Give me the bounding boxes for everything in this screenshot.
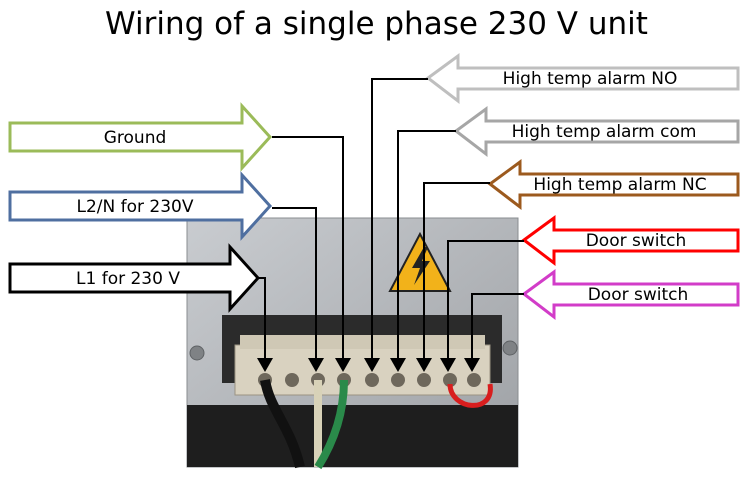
green-wire: [314, 379, 348, 470]
leader-arrowheads: [257, 358, 480, 372]
label-door-switch-2: Door switch: [588, 285, 689, 305]
right-arrow-alarm-com: High temp alarm com: [453, 106, 740, 158]
screw-icon: [502, 340, 518, 356]
right-arrow-alarm-no: High temp alarm NO: [425, 53, 740, 105]
left-arrow-ground: Ground: [8, 102, 273, 172]
label-l1: L1 for 230 V: [76, 269, 180, 289]
terminal-block: [234, 335, 491, 396]
left-arrow-l2n: L2/N for 230V: [8, 171, 273, 241]
label-l2n: L2/N for 230V: [77, 197, 194, 217]
right-arrow-door-switch-1: Door switch: [521, 215, 740, 267]
label-alarm-nc: High temp alarm NC: [533, 175, 706, 195]
red-jumper-wire: [447, 383, 493, 408]
leader-lines: [258, 78, 524, 358]
left-arrow-l1: L1 for 230 V: [8, 243, 261, 313]
label-alarm-com: High temp alarm com: [512, 122, 697, 142]
black-wire: [260, 378, 305, 469]
screw-icon: [189, 345, 205, 361]
label-ground: Ground: [104, 128, 167, 148]
label-door-switch-1: Door switch: [586, 231, 687, 251]
label-alarm-no: High temp alarm NO: [503, 69, 678, 89]
right-arrow-door-switch-2: Door switch: [521, 269, 740, 321]
diagram-title: Wiring of a single phase 230 V unit: [105, 6, 648, 42]
right-arrow-alarm-nc: High temp alarm NC: [487, 159, 740, 211]
electrical-hazard-warning-icon: [388, 231, 452, 292]
